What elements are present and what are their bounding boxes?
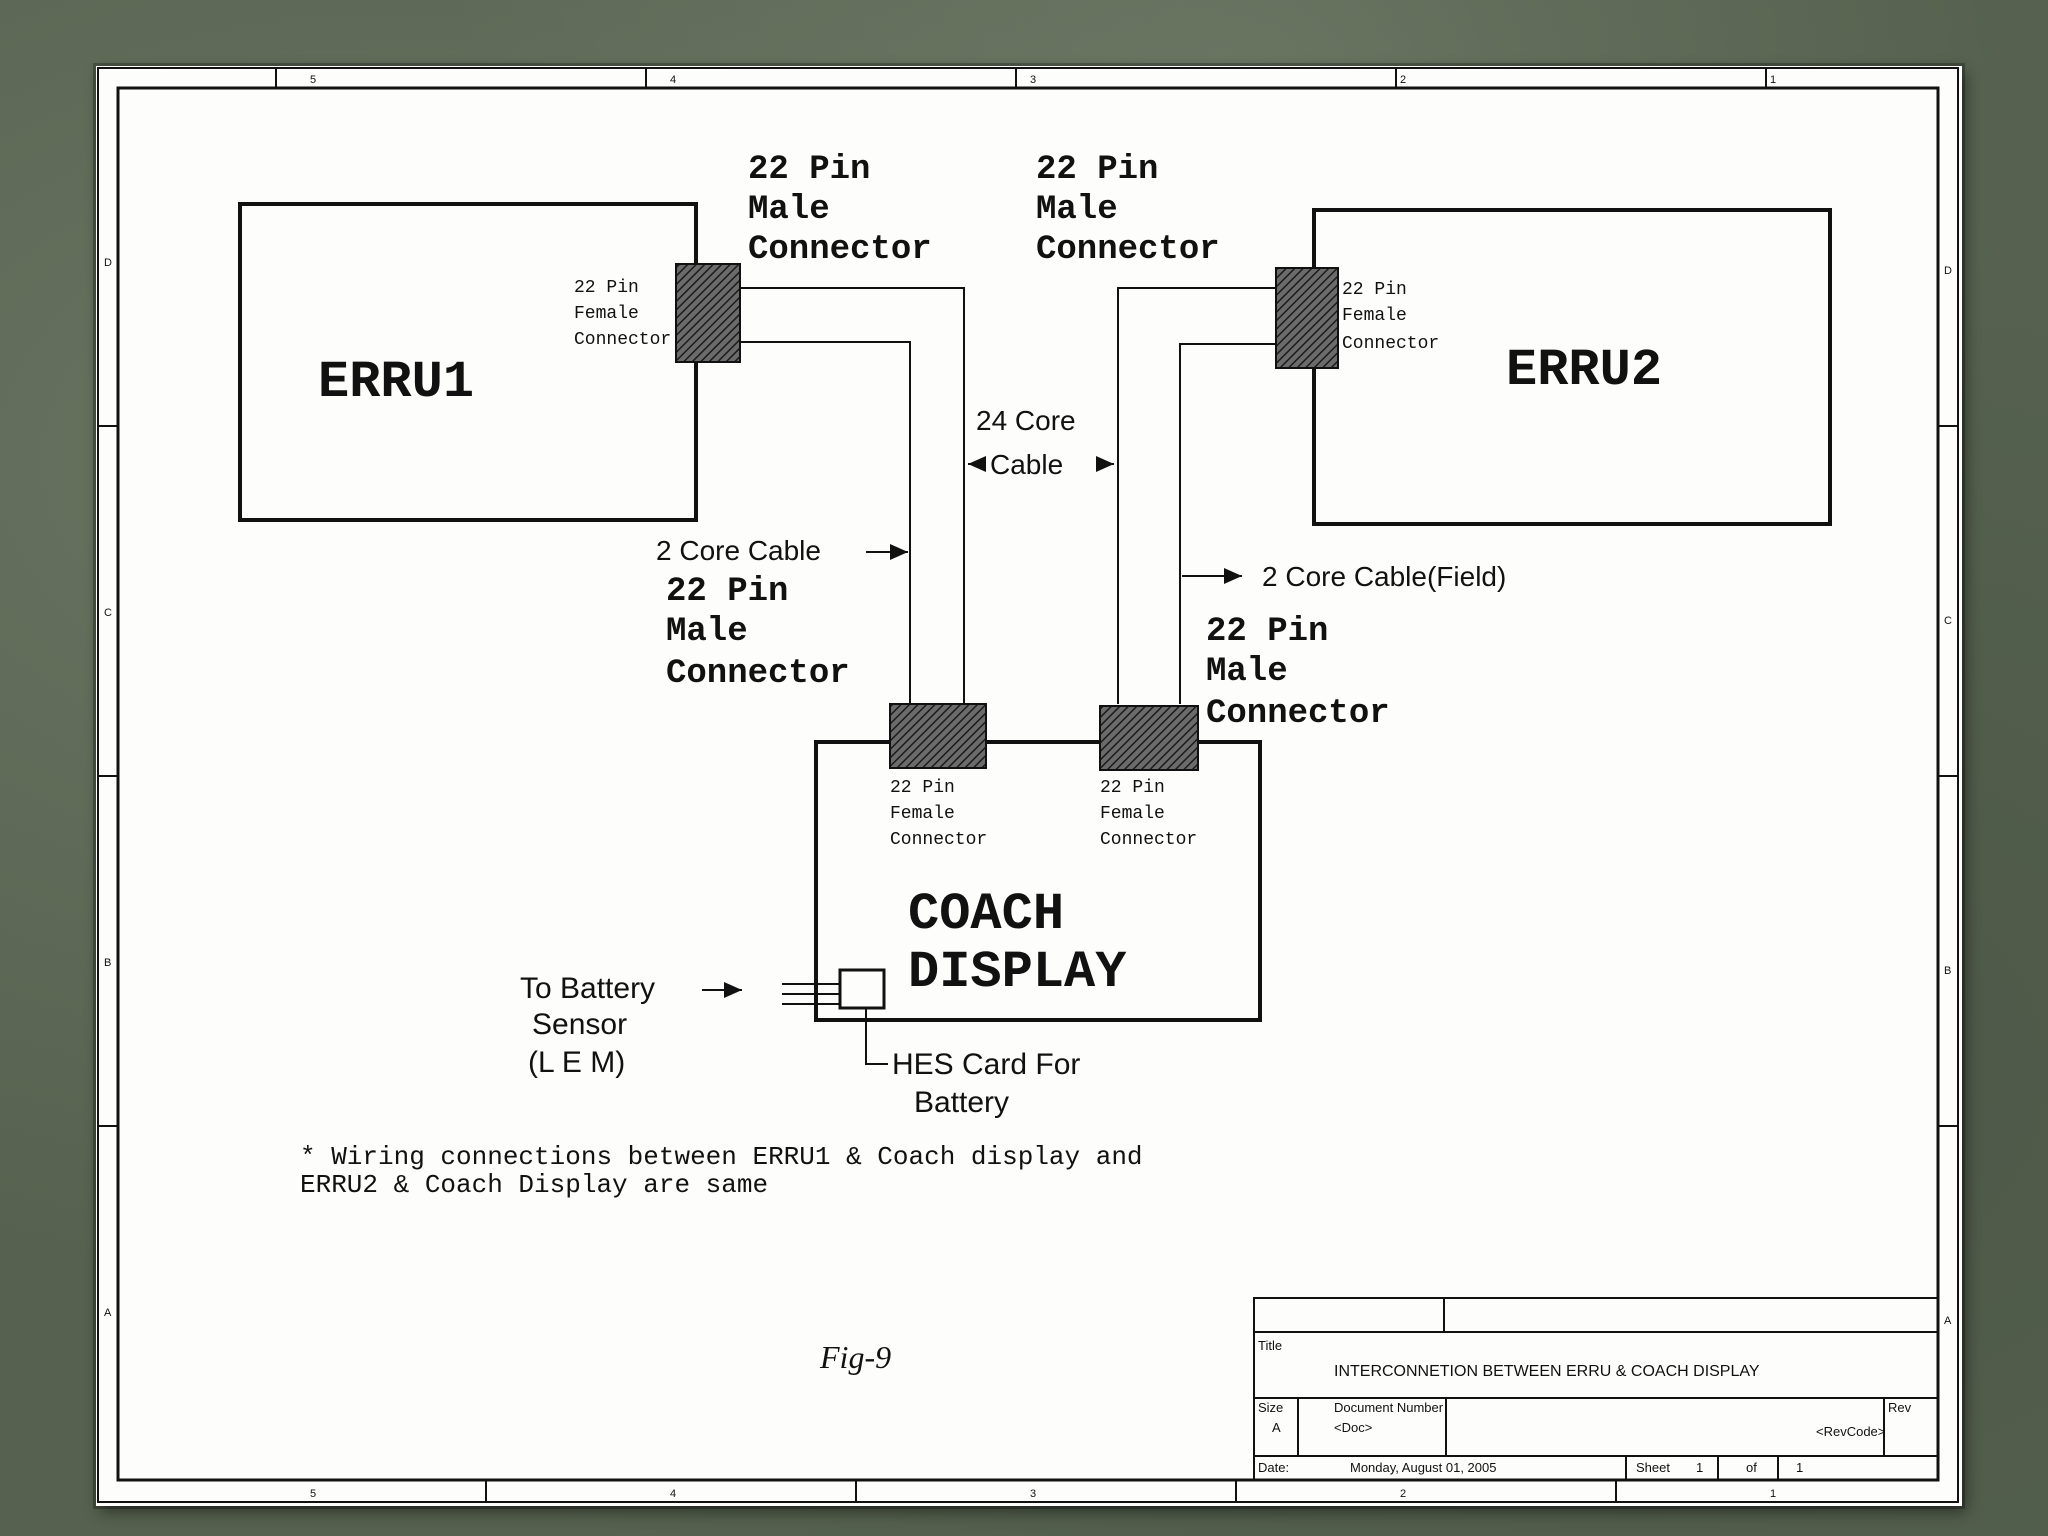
zone-right-d: D xyxy=(1944,265,1952,277)
hes-card-leader xyxy=(865,1008,888,1065)
svg-text:Male: Male xyxy=(666,613,748,651)
sheet-total-value: 1 xyxy=(1796,1460,1803,1475)
svg-text:22 Pin: 22 Pin xyxy=(1100,778,1165,798)
drawing-border xyxy=(97,67,1959,1503)
date-label: Date: xyxy=(1258,1460,1289,1475)
coach-display-label-line1: COACH xyxy=(908,885,1064,944)
svg-text:HES Card For: HES Card For xyxy=(892,1048,1080,1081)
size-value: A xyxy=(1272,1420,1281,1435)
svg-text:Connector: Connector xyxy=(890,830,987,850)
wiring-note: * Wiring connections between ERRU1 & Coa… xyxy=(300,1142,1143,1200)
svg-text:To Battery: To Battery xyxy=(520,972,655,1005)
zone-left-d: D xyxy=(104,257,112,269)
zone-left-b: B xyxy=(104,957,111,969)
svg-text:Cable: Cable xyxy=(990,449,1063,480)
male-connector-label-top-left: 22 Pin Male Connector xyxy=(748,151,932,269)
erru1-label: ERRU1 xyxy=(318,353,474,412)
svg-text:Connector: Connector xyxy=(1342,334,1439,354)
svg-text:Female: Female xyxy=(890,804,955,824)
erru2-female-connector xyxy=(1275,267,1339,369)
zone-bottom-3: 3 xyxy=(1030,1488,1036,1500)
svg-text:ERRU2 & Coach Display are same: ERRU2 & Coach Display are same xyxy=(300,1170,768,1200)
rev-label: Rev xyxy=(1888,1400,1912,1415)
coach-display-box xyxy=(814,740,1262,1022)
male-connector-label-bottom-right: 22 Pin Male Connector xyxy=(1206,613,1390,733)
size-label: Size xyxy=(1258,1400,1283,1415)
zone-top-1: 1 xyxy=(1770,74,1776,86)
svg-text:22 Pin: 22 Pin xyxy=(748,151,870,189)
male-connector-label-bottom-left: 22 Pin Male Connector xyxy=(666,573,850,693)
battery-sensor-wires xyxy=(782,983,840,1005)
svg-text:22 Pin: 22 Pin xyxy=(1206,613,1328,651)
cable-2-core-field-label: 2 Core Cable(Field) xyxy=(1262,561,1506,592)
svg-text:(L E M): (L E M) xyxy=(528,1046,625,1079)
svg-text:24 Core: 24 Core xyxy=(976,405,1076,436)
female-connector-label-erru2: 22 Pin Female Connector xyxy=(1342,280,1439,354)
svg-text:Male: Male xyxy=(1206,653,1288,691)
zone-top-2: 2 xyxy=(1400,74,1406,86)
zone-right-a: A xyxy=(1944,1315,1952,1327)
male-connector-label-top-right: 22 Pin Male Connector xyxy=(1036,151,1220,269)
svg-text:Connector: Connector xyxy=(1036,231,1220,269)
sheet-label: Sheet xyxy=(1636,1460,1670,1475)
svg-text:Connector: Connector xyxy=(748,231,932,269)
schematic-drawing: 5 4 3 2 1 5 4 3 2 1 D C B A D C B A ER xyxy=(97,67,1959,1503)
svg-text:22 Pin: 22 Pin xyxy=(574,278,639,298)
svg-text:Male: Male xyxy=(1036,191,1118,229)
wiring xyxy=(740,287,1276,704)
coach-left-female-connector xyxy=(889,703,987,769)
erru1-female-connector xyxy=(675,263,741,363)
female-connector-label-erru1: 22 Pin Female Connector xyxy=(574,278,671,350)
zone-right-c: C xyxy=(1944,615,1952,627)
zone-right-b: B xyxy=(1944,965,1951,977)
svg-text:22 Pin: 22 Pin xyxy=(1036,151,1158,189)
svg-text:Battery: Battery xyxy=(914,1086,1009,1119)
svg-text:Male: Male xyxy=(748,191,830,229)
zone-top-3: 3 xyxy=(1030,74,1036,86)
cable-24-core-label: 24 Core Cable xyxy=(976,405,1076,480)
doc-number-label: Document Number xyxy=(1334,1400,1444,1415)
hes-card xyxy=(838,968,886,1010)
zone-top-5: 5 xyxy=(310,74,316,86)
sheet-value: 1 xyxy=(1696,1460,1703,1475)
svg-text:Female: Female xyxy=(1342,306,1407,326)
zone-left-a: A xyxy=(104,1307,112,1319)
cable-2-core-label: 2 Core Cable xyxy=(656,535,821,566)
zone-left-c: C xyxy=(104,607,112,619)
svg-text:Sensor: Sensor xyxy=(532,1008,627,1041)
erru2-label: ERRU2 xyxy=(1506,341,1662,400)
svg-text:22 Pin: 22 Pin xyxy=(890,778,955,798)
title-value: INTERCONNETION BETWEEN ERRU & COACH DISP… xyxy=(1334,1363,1760,1380)
svg-text:22 Pin: 22 Pin xyxy=(1342,280,1407,300)
coach-display-label-line2: DISPLAY xyxy=(908,943,1127,1002)
battery-sensor-label: To Battery Sensor (L E M) xyxy=(520,972,655,1079)
female-connector-label-coach-left: 22 Pin Female Connector xyxy=(890,778,987,850)
zone-bottom-1: 1 xyxy=(1770,1488,1776,1500)
svg-text:Female: Female xyxy=(1100,804,1165,824)
svg-text:Connector: Connector xyxy=(666,655,850,693)
of-label: of xyxy=(1746,1460,1757,1475)
title-label: Title xyxy=(1258,1338,1282,1353)
zone-bottom-2: 2 xyxy=(1400,1488,1406,1500)
coach-right-female-connector xyxy=(1099,705,1199,771)
svg-text:Female: Female xyxy=(574,304,639,324)
svg-text:* Wiring connections between E: * Wiring connections between ERRU1 & Coa… xyxy=(300,1142,1143,1172)
female-connector-label-coach-right: 22 Pin Female Connector xyxy=(1100,778,1197,850)
svg-text:Connector: Connector xyxy=(1100,830,1197,850)
figure-label: Fig-9 xyxy=(819,1339,891,1375)
zone-markers: 5 4 3 2 1 5 4 3 2 1 D C B A D C B A xyxy=(104,74,1952,1500)
title-block xyxy=(1253,1297,1939,1481)
drawing-sheet xyxy=(96,66,1962,1506)
zone-bottom-4: 4 xyxy=(670,1488,676,1500)
svg-text:Connector: Connector xyxy=(574,330,671,350)
doc-number-value: <Doc> xyxy=(1334,1420,1372,1435)
svg-text:22 Pin: 22 Pin xyxy=(666,573,788,611)
zone-top-4: 4 xyxy=(670,74,676,86)
zone-bottom-5: 5 xyxy=(310,1488,316,1500)
date-value: Monday, August 01, 2005 xyxy=(1350,1460,1496,1475)
hes-card-label: HES Card For Battery xyxy=(892,1048,1080,1119)
svg-text:Connector: Connector xyxy=(1206,695,1390,733)
rev-value: <RevCode> xyxy=(1816,1424,1885,1439)
